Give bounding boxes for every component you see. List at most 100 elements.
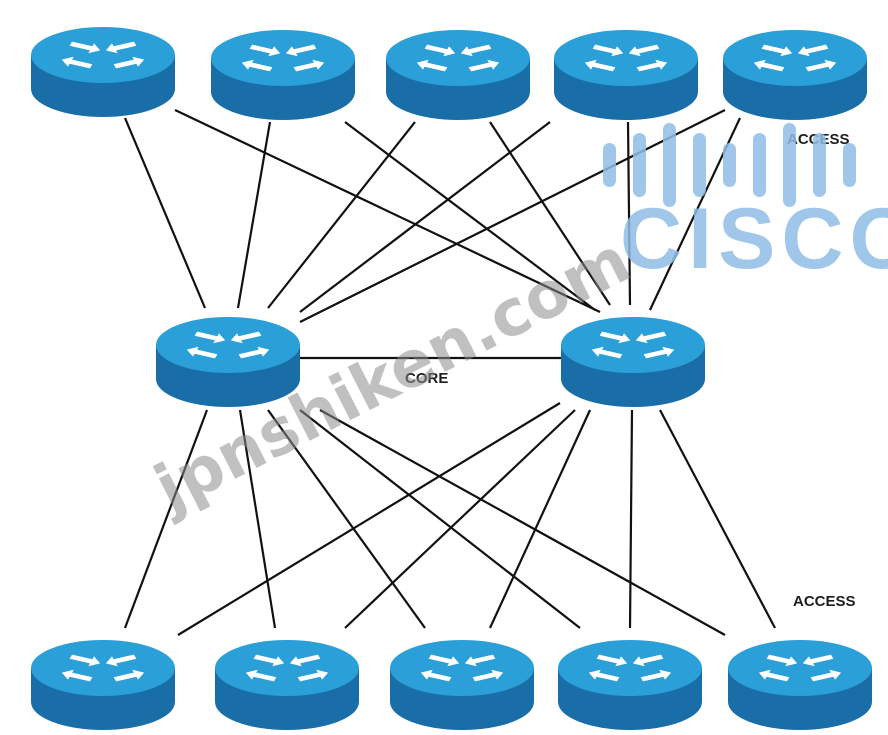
logo-bar: [753, 133, 766, 197]
arrow-icon: [472, 669, 504, 682]
arrow-icon: [113, 56, 145, 69]
arrow-icon: [802, 654, 834, 667]
router-arrows-icon: [420, 654, 504, 682]
link-1: [123, 117, 207, 309]
arrow-icon: [69, 41, 101, 54]
link-4: [344, 121, 596, 311]
router-top: [156, 317, 300, 373]
router-top: [31, 27, 175, 83]
arrow-icon: [632, 654, 664, 667]
links-layer: [123, 109, 776, 636]
router-arrows-icon: [186, 331, 270, 359]
arrow-icon: [588, 669, 620, 682]
arrow-icon: [584, 59, 616, 72]
arrow-icon: [640, 669, 672, 682]
arrow-icon: [289, 654, 321, 667]
router-arrows-icon: [753, 44, 837, 72]
link-2: [174, 109, 601, 313]
router-at5: [723, 30, 867, 120]
link-12: [123, 409, 209, 629]
link-5: [267, 121, 416, 309]
arrow-icon: [596, 654, 628, 667]
cisco-logo-bars: [603, 123, 856, 207]
arrow-icon: [464, 654, 496, 667]
router-arrows-icon: [758, 654, 842, 682]
router-top: [211, 30, 355, 86]
logo-bar: [783, 123, 796, 207]
router-top: [723, 30, 867, 86]
arrow-icon: [105, 41, 137, 54]
arrow-icon: [105, 654, 137, 667]
router-at1: [31, 27, 175, 117]
arrow-icon: [766, 654, 798, 667]
arrow-icon: [628, 44, 660, 57]
router-arrows-icon: [588, 654, 672, 682]
link-7: [299, 121, 551, 313]
logo-bar: [603, 143, 616, 187]
router-arrows-icon: [416, 44, 500, 72]
link-15: [299, 409, 581, 629]
arrow-icon: [636, 59, 668, 72]
arrow-icon: [635, 331, 667, 344]
logo-bar: [693, 133, 706, 197]
link-16: [319, 409, 726, 636]
arrow-icon: [643, 346, 675, 359]
arrow-icon: [61, 56, 93, 69]
link-13: [238, 409, 277, 629]
router-at3: [386, 30, 530, 120]
arrow-icon: [297, 669, 329, 682]
router-c2: [561, 317, 705, 407]
routers-layer: [31, 27, 872, 730]
cisco-logo-text: CISCO: [620, 191, 888, 287]
link-8: [626, 121, 632, 306]
arrow-icon: [69, 654, 101, 667]
arrow-icon: [468, 59, 500, 72]
arrow-icon: [599, 331, 631, 344]
router-top: [390, 640, 534, 696]
router-top: [386, 30, 530, 86]
router-ab3: [390, 640, 534, 730]
link-9: [299, 109, 726, 323]
arrow-icon: [592, 44, 624, 57]
link-18: [344, 409, 576, 629]
logo-bar: [633, 133, 646, 197]
arrow-icon: [293, 59, 325, 72]
arrow-icon: [753, 59, 785, 72]
router-at2: [211, 30, 355, 120]
arrow-icon: [253, 654, 285, 667]
logo-bar: [843, 143, 856, 187]
logo-bar: [663, 123, 676, 207]
cisco-logo-watermark: CISCO: [603, 123, 888, 287]
router-top: [554, 30, 698, 86]
arrow-icon: [238, 346, 270, 359]
logo-bar: [723, 143, 736, 187]
router-at4: [554, 30, 698, 120]
arrow-icon: [797, 44, 829, 57]
arrow-icon: [186, 346, 218, 359]
link-20: [628, 409, 634, 629]
router-top: [31, 640, 175, 696]
link-17: [177, 402, 561, 636]
link-21: [659, 409, 776, 629]
router-arrows-icon: [591, 331, 675, 359]
arrow-icon: [245, 669, 277, 682]
router-top: [215, 640, 359, 696]
router-arrows-icon: [241, 44, 325, 72]
router-arrows-icon: [245, 654, 329, 682]
router-ab2: [215, 640, 359, 730]
router-arrows-icon: [61, 41, 145, 69]
arrow-icon: [420, 669, 452, 682]
arrow-icon: [761, 44, 793, 57]
arrow-icon: [61, 669, 93, 682]
arrow-icon: [428, 654, 460, 667]
arrow-icon: [805, 59, 837, 72]
router-ab5: [728, 640, 872, 730]
arrow-icon: [230, 331, 262, 344]
router-top: [558, 640, 702, 696]
arrow-icon: [285, 44, 317, 57]
router-c1: [156, 317, 300, 407]
arrow-icon: [758, 669, 790, 682]
link-3: [236, 121, 272, 309]
arrow-icon: [241, 59, 273, 72]
